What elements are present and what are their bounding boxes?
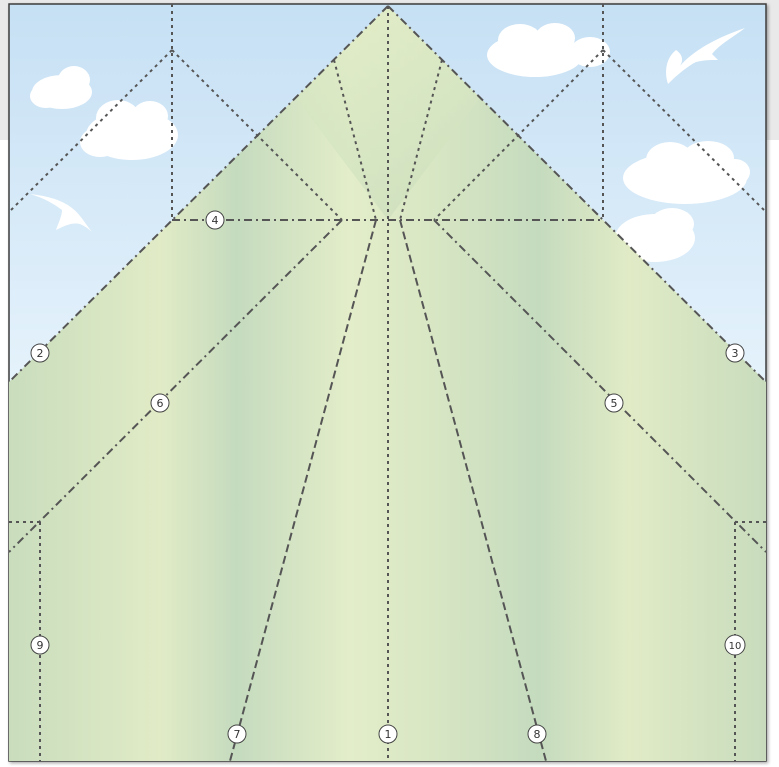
svg-text:4: 4 bbox=[212, 214, 219, 227]
step-marker-4: 4 bbox=[206, 211, 224, 229]
step-marker-1: 1 bbox=[379, 725, 397, 743]
svg-text:6: 6 bbox=[157, 397, 164, 410]
svg-text:7: 7 bbox=[234, 728, 241, 741]
step-marker-7: 7 bbox=[228, 725, 246, 743]
svg-text:2: 2 bbox=[37, 347, 44, 360]
step-marker-3: 3 bbox=[726, 344, 744, 362]
svg-text:3: 3 bbox=[732, 347, 739, 360]
svg-text:8: 8 bbox=[534, 728, 541, 741]
svg-text:9: 9 bbox=[37, 639, 44, 652]
svg-text:1: 1 bbox=[385, 728, 392, 741]
step-marker-5: 5 bbox=[605, 394, 623, 412]
step-marker-9: 9 bbox=[31, 636, 49, 654]
svg-text:5: 5 bbox=[611, 397, 618, 410]
step-marker-10: 10 bbox=[725, 635, 745, 655]
step-marker-8: 8 bbox=[528, 725, 546, 743]
step-marker-2: 2 bbox=[31, 344, 49, 362]
svg-text:10: 10 bbox=[729, 641, 742, 652]
step-marker-6: 6 bbox=[151, 394, 169, 412]
